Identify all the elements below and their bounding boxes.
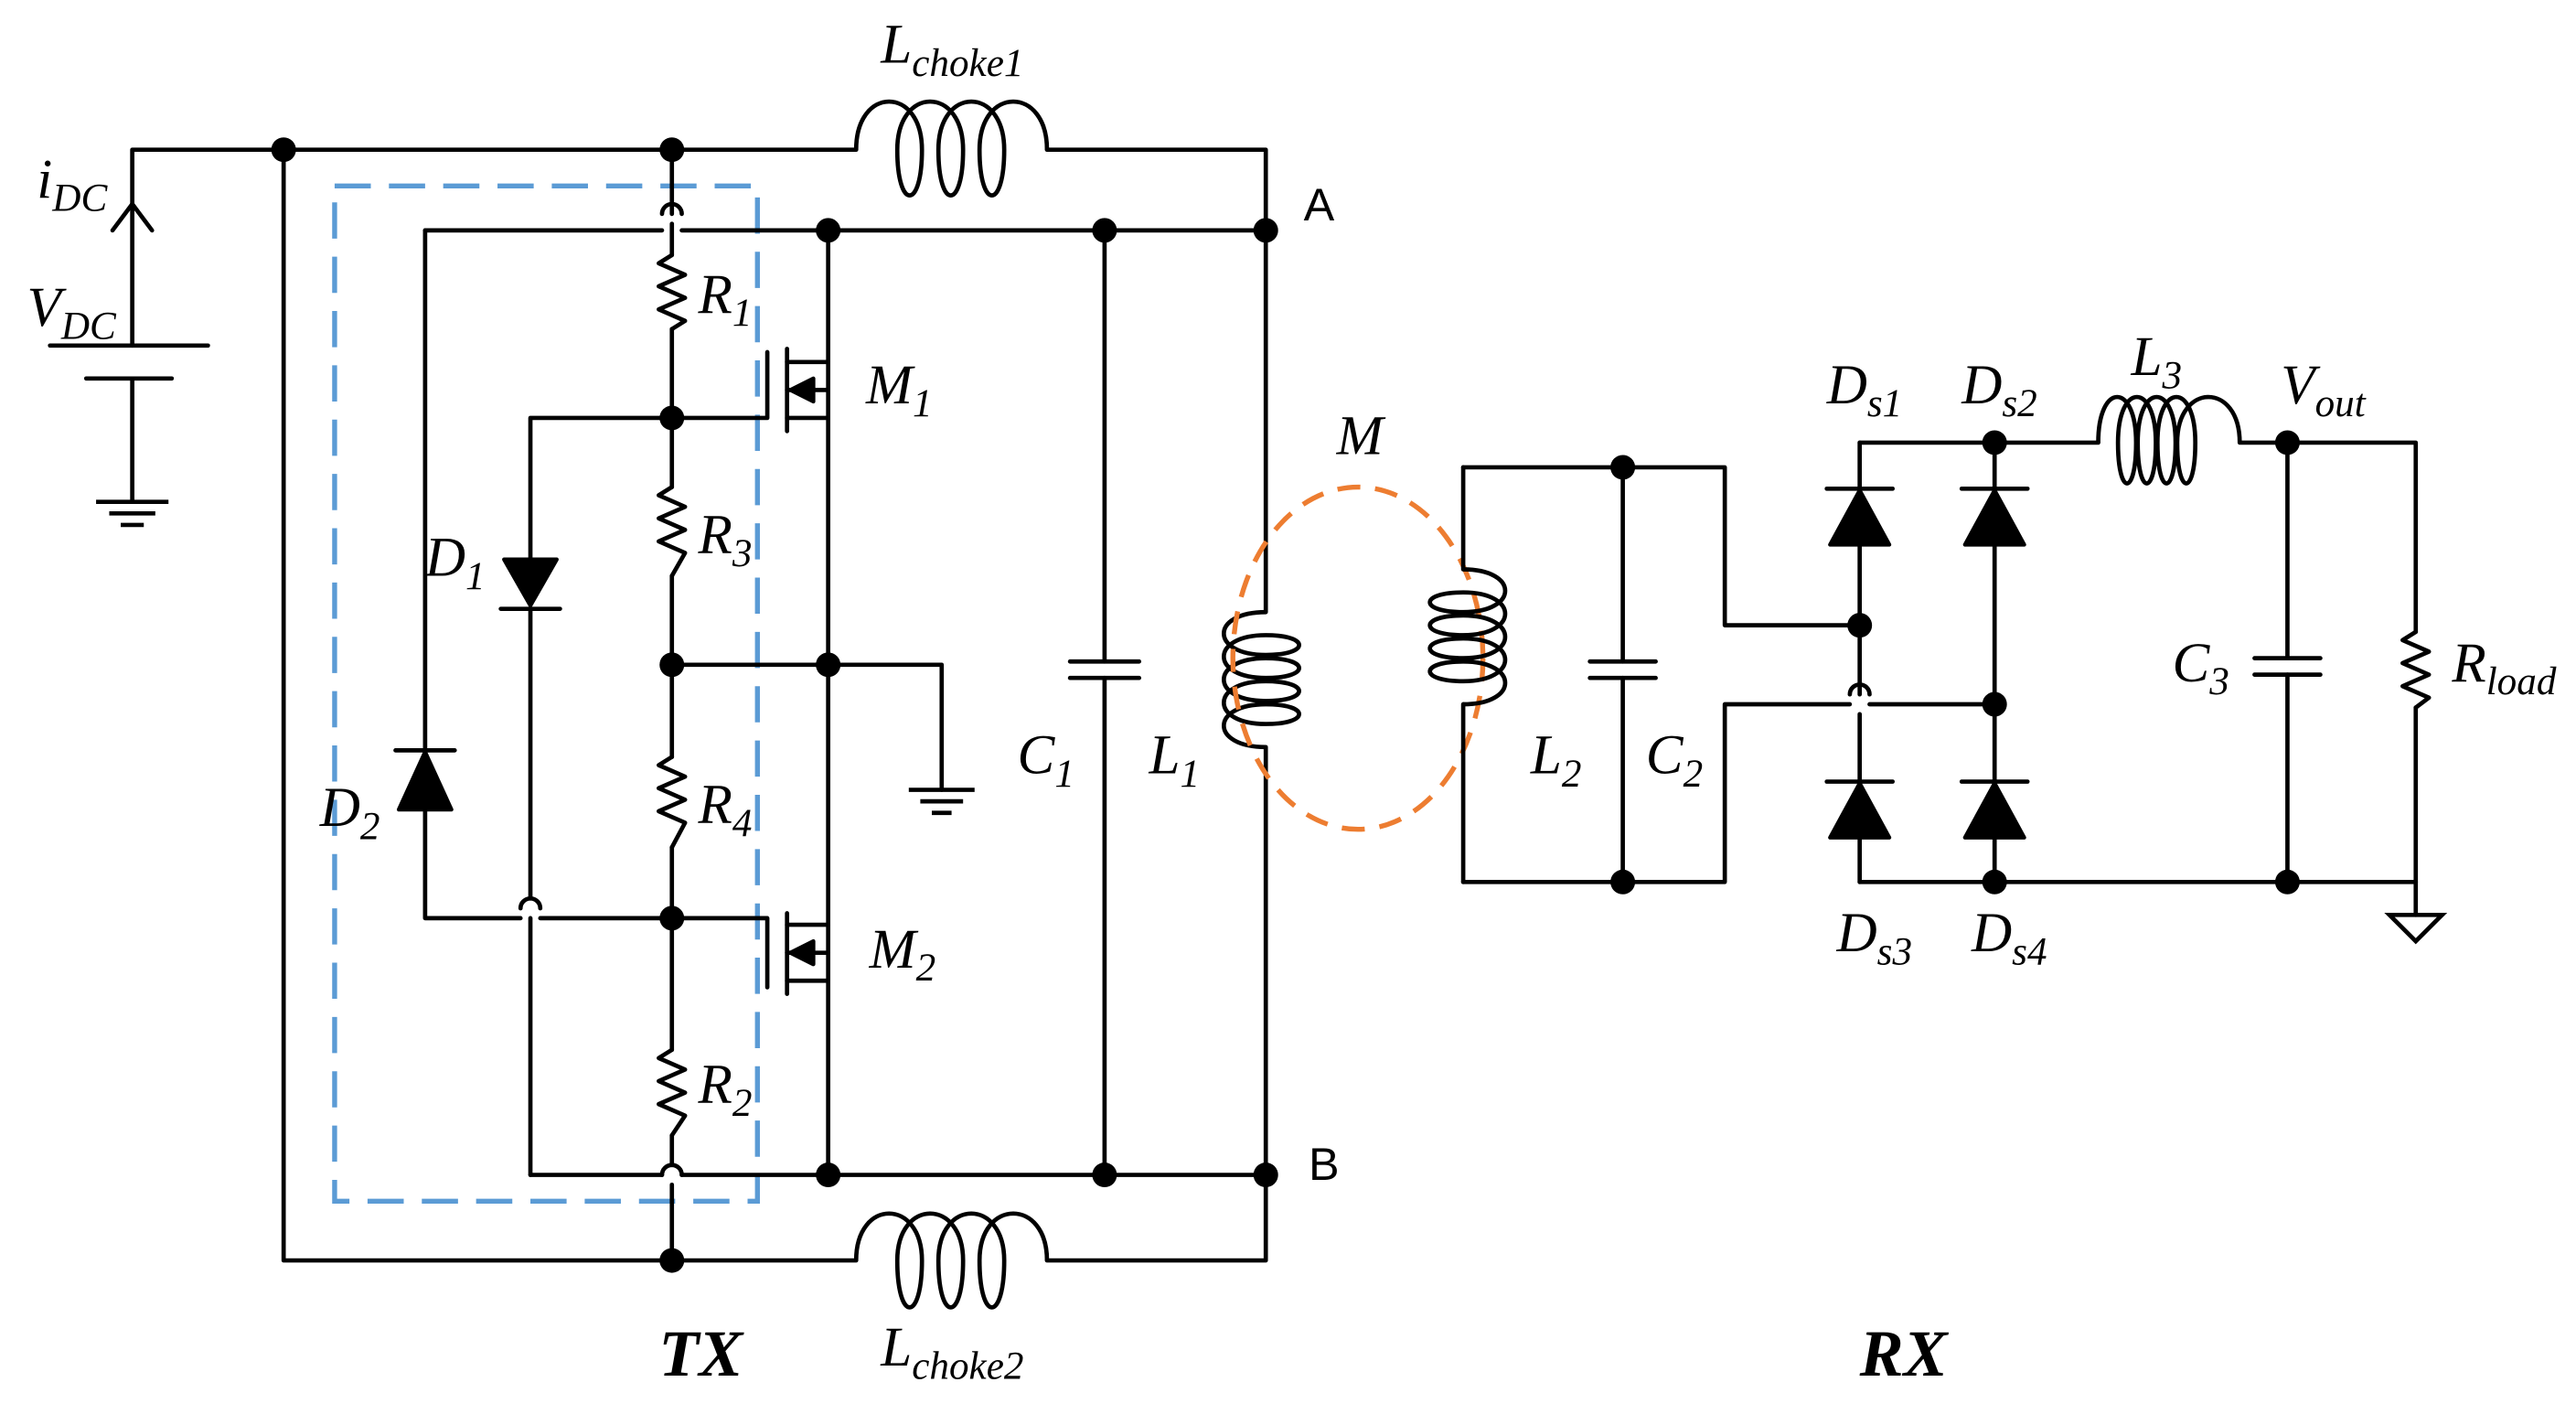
diode-d2 [393,748,675,921]
rail-a [422,228,1268,753]
inductor-lchoke2 [853,1211,1050,1310]
label-rx: RX [1859,1317,1950,1390]
label-c1: C1 [1018,724,1074,796]
current-arrow-icon [110,201,155,233]
capacitor-c2 [1587,465,1658,884]
label-r4: R4 [698,774,753,845]
label-vdc: VDC [27,276,118,348]
junction-dots [271,137,2300,1273]
inductor-lchoke1 [853,99,1050,198]
label-ds1: Ds1 [1826,354,1903,425]
label-node-b: B [1309,1138,1340,1190]
ground-icon [96,499,169,528]
capacitor-c1 [1067,228,1142,1177]
label-l3: L3 [2131,326,2183,397]
label-r2: R2 [698,1053,753,1124]
label-c3: C3 [2173,632,2229,703]
mosfet-m1 [669,228,830,668]
label-vout: Vout [2281,354,2367,425]
label-l2: L2 [1530,724,1582,796]
label-m2: M2 [869,918,936,990]
label-r1: R1 [698,263,753,335]
label-idc: iDC [37,148,108,220]
label-node-a: A [1304,178,1335,230]
inductor-l3 [2096,394,2419,635]
inductor-l2 [1427,465,1508,884]
gate-driver-box [332,183,760,1205]
resistor-rload [2384,629,2448,945]
label-d1: D1 [424,527,486,598]
resistor-r4 [657,755,688,850]
label-rload: Rload [2451,632,2557,703]
bridge-rectifier [1824,440,2419,884]
resistor-r1 [657,252,688,332]
resistor-r2 [657,1047,688,1138]
label-tx: TX [658,1317,744,1390]
label-d2: D2 [319,777,380,848]
rx-tank [1460,465,1997,884]
label-r3: R3 [698,503,753,574]
choke-wiring [281,147,1268,1263]
ground-icon [908,788,975,816]
label-lchoke2: Lchoke2 [880,1316,1023,1388]
diode-d1 [498,415,675,1177]
label-c2: C2 [1646,724,1703,796]
inductor-l1 [1222,228,1301,1177]
ground-icon [2384,912,2448,945]
label-mutual: M [1336,405,1386,467]
label-m1: M1 [865,354,933,425]
resistor-r3 [657,485,688,579]
label-lchoke1: Lchoke1 [880,13,1023,84]
label-ds2: Ds2 [1961,354,2037,425]
dc-source [48,147,286,528]
label-l1: L1 [1148,724,1200,796]
diode-ds3 [1824,712,1895,884]
label-ds3: Ds3 [1835,902,1912,973]
capacitor-c3 [2252,440,2323,884]
mosfet-m2 [669,662,830,1177]
resistor-column [657,147,688,1263]
diode-ds1 [1824,440,1895,697]
diode-ds2 [1959,440,2030,784]
diode-ds4 [1959,779,2030,884]
midpoint-ground [669,662,975,816]
label-ds4: Ds4 [1971,902,2047,973]
